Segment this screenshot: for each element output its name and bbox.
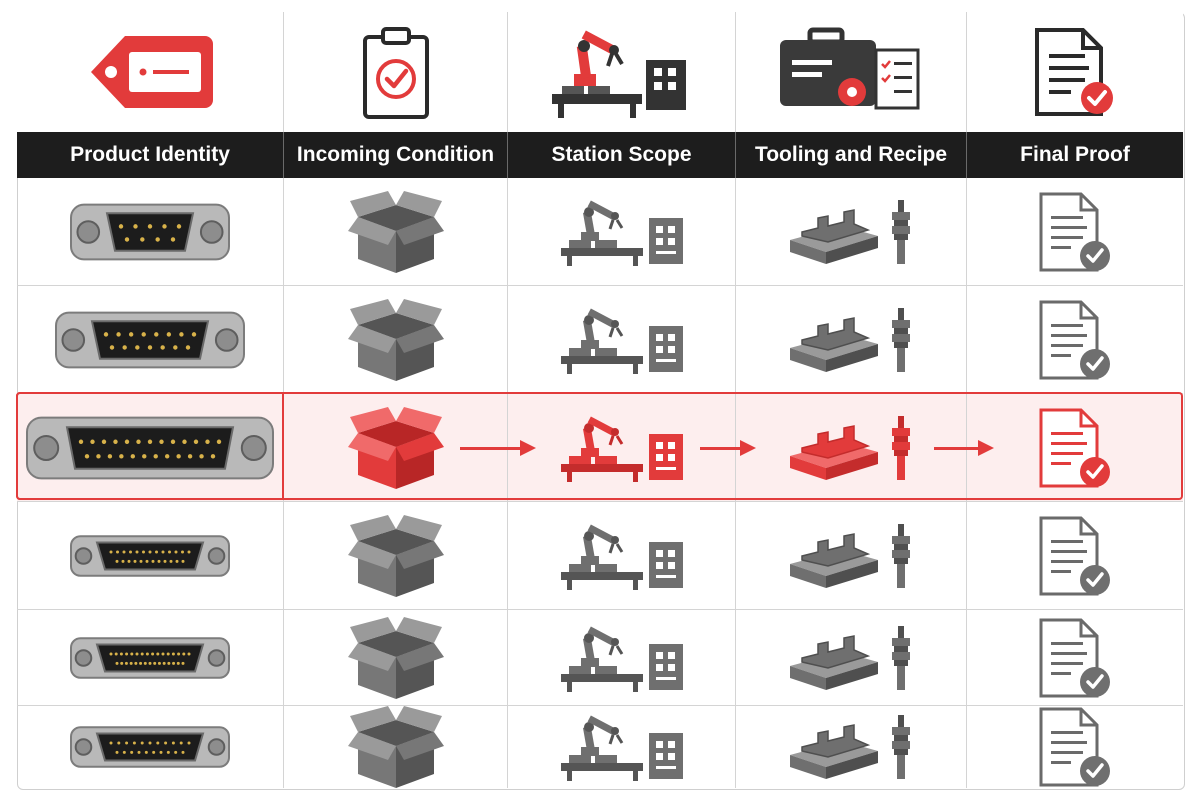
station-cell xyxy=(508,286,736,394)
incoming-cell xyxy=(284,178,508,286)
product-cell xyxy=(17,706,284,788)
column-header-product-identity: Product Identity xyxy=(17,132,284,178)
station-cell xyxy=(508,706,736,788)
robot-station-icon xyxy=(560,307,683,374)
product-cell xyxy=(17,286,284,394)
column-header-final-proof: Final Proof xyxy=(967,132,1183,178)
product-cell xyxy=(17,178,284,286)
proof-cell xyxy=(967,178,1183,286)
tooling-cell xyxy=(736,610,967,706)
product-cell xyxy=(17,610,284,706)
toolbox-recipe-icon xyxy=(780,27,920,110)
document-approved-icon xyxy=(1039,192,1110,271)
fixture-and-spindle-icon xyxy=(790,625,910,690)
product-cell xyxy=(17,502,284,610)
incoming-cell xyxy=(284,502,508,610)
robot-station-icon xyxy=(560,415,683,482)
cardboard-box-icon xyxy=(347,514,444,597)
column-header-tooling-recipe: Tooling and Recipe xyxy=(736,132,967,178)
connector-dsub-25-icon xyxy=(26,416,274,479)
document-approved-icon xyxy=(1039,300,1110,379)
fixture-and-spindle-icon xyxy=(790,715,910,779)
document-approved-icon xyxy=(1039,707,1110,787)
robot-station-icon xyxy=(560,523,683,590)
incoming-cell xyxy=(284,286,508,394)
proof-cell xyxy=(967,286,1183,394)
header-icon-incoming-condition xyxy=(284,12,508,132)
flow-arrow-3 xyxy=(934,440,994,456)
connector-micro-dsub-icon xyxy=(70,534,230,577)
tooling-cell xyxy=(736,286,967,394)
header-icon-tooling-recipe xyxy=(736,12,967,132)
proof-cell xyxy=(967,502,1183,610)
connector-micro-dsub-icon xyxy=(70,726,230,768)
process-matrix: Product Identity Incoming Condition Stat… xyxy=(17,12,1183,788)
proof-cell xyxy=(967,706,1183,788)
robot-station-icon xyxy=(560,199,683,266)
cardboard-box-icon xyxy=(347,706,444,788)
price-tag-icon xyxy=(91,36,213,108)
document-approved-icon xyxy=(1039,408,1110,487)
fixture-and-spindle-icon xyxy=(790,523,910,588)
station-cell xyxy=(508,610,736,706)
header-icon-product-identity xyxy=(17,12,284,132)
robot-station-icon xyxy=(560,625,683,692)
document-approved-icon xyxy=(1039,516,1110,595)
cardboard-box-icon xyxy=(347,298,444,381)
station-cell xyxy=(508,178,736,286)
cardboard-box-icon xyxy=(347,616,444,699)
station-cell xyxy=(508,502,736,610)
tooling-cell xyxy=(736,178,967,286)
robot-arm-station-icon xyxy=(551,30,686,118)
product-cell xyxy=(17,394,284,502)
column-header-station-scope: Station Scope xyxy=(508,132,736,178)
station-cell xyxy=(508,394,736,502)
tooling-cell xyxy=(736,706,967,788)
flow-arrow-1 xyxy=(460,440,536,456)
cardboard-box-icon xyxy=(347,406,444,489)
header-icon-station-scope xyxy=(508,12,736,132)
header-icon-final-proof xyxy=(967,12,1183,132)
tooling-cell xyxy=(736,394,967,502)
tooling-cell xyxy=(736,502,967,610)
connector-dsub-9-icon xyxy=(70,203,230,260)
column-header-incoming-condition: Incoming Condition xyxy=(284,132,508,178)
fixture-and-spindle-icon xyxy=(790,415,910,480)
connector-micro-dsub-icon xyxy=(70,636,230,679)
document-approved-icon xyxy=(1039,618,1110,697)
robot-station-icon xyxy=(560,715,683,781)
proof-cell xyxy=(967,610,1183,706)
clipboard-check-icon xyxy=(362,27,429,119)
cardboard-box-icon xyxy=(347,190,444,273)
incoming-cell xyxy=(284,610,508,706)
document-check-icon xyxy=(1035,28,1113,116)
fixture-and-spindle-icon xyxy=(790,199,910,264)
connector-dsub-15-icon xyxy=(55,311,245,368)
incoming-cell xyxy=(284,706,508,788)
fixture-and-spindle-icon xyxy=(790,307,910,372)
proof-cell xyxy=(967,394,1183,502)
flow-arrow-2 xyxy=(700,440,756,456)
